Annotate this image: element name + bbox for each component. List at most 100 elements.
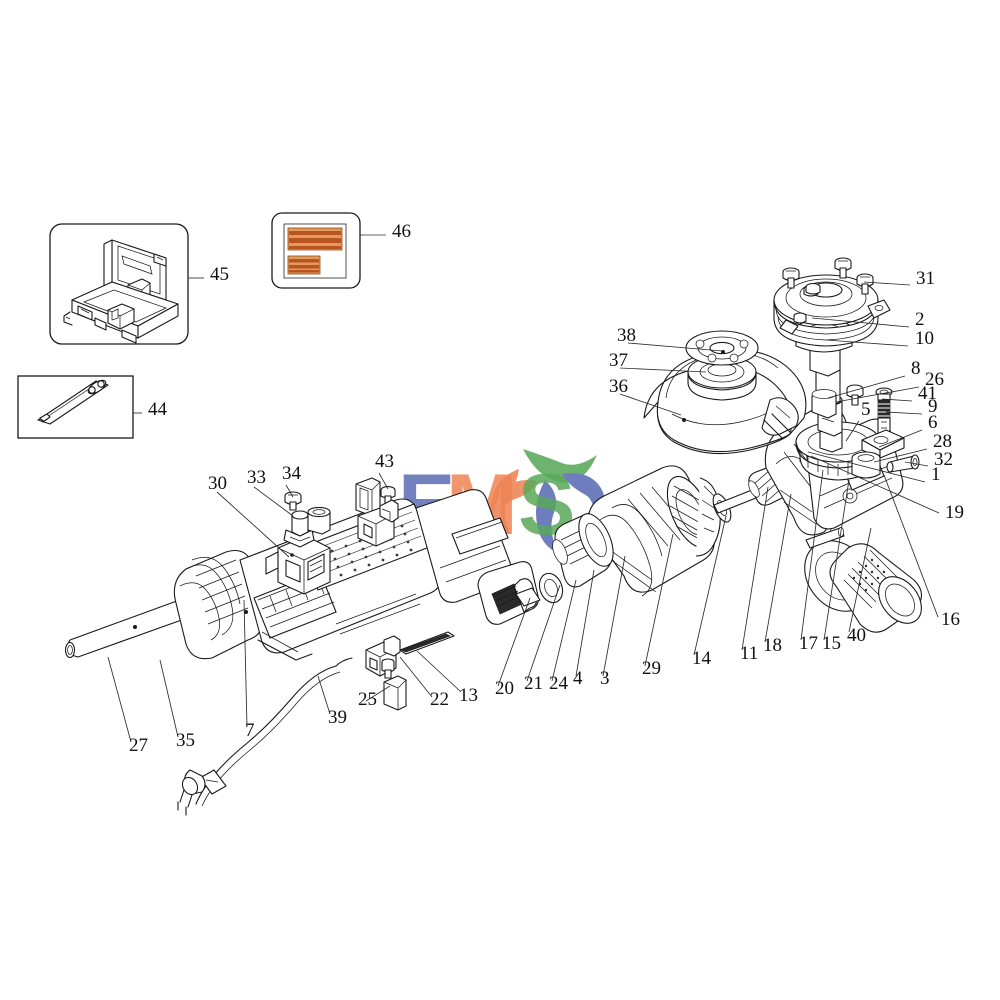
leader-line-31: [863, 281, 911, 286]
callout-number-33: 33: [247, 467, 266, 488]
callout-number-7: 7: [245, 720, 255, 741]
part-collar-28: [851, 451, 881, 479]
leader-line-33: [253, 486, 294, 517]
part-screw-43b: [380, 486, 396, 507]
leader-line-35: [159, 659, 179, 738]
part-flat-bar-13: [399, 631, 455, 655]
leader-line-4: [575, 569, 595, 677]
callout-number-8: 8: [911, 358, 921, 379]
callout-number-39: 39: [328, 707, 347, 728]
leader-line-41: [881, 398, 913, 402]
callout-number-32: 32: [934, 449, 953, 470]
callout-number-9: 9: [928, 396, 938, 417]
part-handle-socket-40: [804, 540, 923, 633]
part-plate-6: [861, 429, 905, 459]
part-switch-trigger-24: [477, 561, 539, 625]
callout-number-21: 21: [524, 673, 543, 694]
callout-number-10: 10: [915, 328, 934, 349]
callout-number-6: 6: [928, 412, 938, 433]
callout-number-3: 3: [600, 668, 610, 689]
callout-number-36: 36: [609, 376, 628, 397]
callout-number-45: 45: [210, 264, 229, 285]
callout-number-17: 17: [799, 633, 818, 654]
leader-line-40: [848, 527, 872, 633]
callout-number-35: 35: [176, 730, 195, 751]
leader-line-17: [800, 469, 824, 641]
leader-line-13: [416, 650, 462, 693]
part-screws-31: [782, 257, 874, 295]
part-switch-25: [365, 635, 401, 677]
callout-number-38: 38: [617, 325, 636, 346]
callout-number-4: 4: [573, 668, 583, 689]
callout-number-27: 27: [129, 735, 148, 756]
callout-number-30: 30: [208, 473, 227, 494]
leader-line-37: [619, 367, 707, 373]
leader-line-15: [823, 479, 850, 641]
callout-number-37: 37: [609, 350, 628, 371]
leader-line-26: [835, 386, 920, 403]
callout-number-31: 31: [916, 268, 935, 289]
part-switch-block-13: [357, 499, 399, 547]
callout-number-41: 41: [918, 383, 937, 404]
part-bracket-20: [515, 587, 541, 607]
callout-number-34: 34: [282, 463, 301, 484]
leader-line-6: [878, 429, 923, 448]
callout-number-29: 29: [642, 658, 661, 679]
callout-number-40: 40: [847, 625, 866, 646]
callout-number-15: 15: [822, 633, 841, 654]
leader-line-11: [741, 486, 769, 651]
leader-line-16: [883, 474, 939, 618]
part-power-cord-39: [177, 657, 353, 816]
callout-number-20: 20: [495, 678, 514, 699]
callout-number-25: 25: [358, 689, 377, 710]
leader-line-39: [317, 675, 331, 715]
callout-number-13: 13: [459, 685, 478, 706]
leader-line-14: [693, 515, 727, 656]
callout-number-18: 18: [763, 635, 782, 656]
leader-line-25: [365, 685, 391, 702]
leader-line-3: [602, 555, 626, 677]
leader-line-8: [827, 375, 906, 399]
leader-line-2: [811, 317, 910, 328]
callout-number-43: 43: [375, 451, 394, 472]
part-collar-26: [811, 389, 837, 419]
leader-line-1: [807, 451, 926, 483]
leader-line-22: [399, 656, 433, 698]
leader-line-28: [873, 448, 928, 463]
part-spring-pin-22: [381, 658, 395, 679]
callout-number-19: 19: [945, 502, 964, 523]
callout-number-1: 1: [931, 464, 941, 485]
callout-number-2: 2: [915, 309, 925, 330]
callout-number-11: 11: [740, 643, 759, 664]
callout-number-16: 16: [941, 609, 960, 630]
callout-number-22: 22: [430, 689, 449, 710]
leader-line-19: [810, 455, 940, 514]
leader-line-9: [885, 411, 923, 415]
part-brush-holder-30: [265, 535, 331, 595]
callout-number-46: 46: [392, 221, 411, 242]
callout-number-44: 44: [148, 399, 167, 420]
leader-line-34: [285, 484, 294, 498]
part-brush-cap-33: [283, 506, 331, 548]
callout-number-14: 14: [692, 648, 711, 669]
leader-line-36: [619, 393, 682, 416]
leader-line-18: [764, 493, 792, 643]
inset-carry-case: [49, 223, 189, 345]
callout-number-26: 26: [925, 369, 944, 390]
leader-line-30: [216, 491, 290, 558]
callout-number-28: 28: [933, 431, 952, 452]
leader-line-32: [904, 461, 929, 467]
leader-line-24: [551, 579, 577, 682]
leader-line-21: [526, 584, 561, 682]
leader-line-29: [644, 533, 674, 667]
callout-number-5: 5: [861, 399, 871, 420]
leader-line-38: [627, 342, 723, 352]
leader-line-7: [243, 599, 248, 728]
leader-line-27: [107, 656, 132, 743]
part-guard-flange-38: [685, 330, 759, 366]
inset-label-sheet: [271, 212, 361, 289]
part-capacitor-43: [355, 477, 381, 517]
part-carbon-brush-25b: [383, 675, 407, 711]
